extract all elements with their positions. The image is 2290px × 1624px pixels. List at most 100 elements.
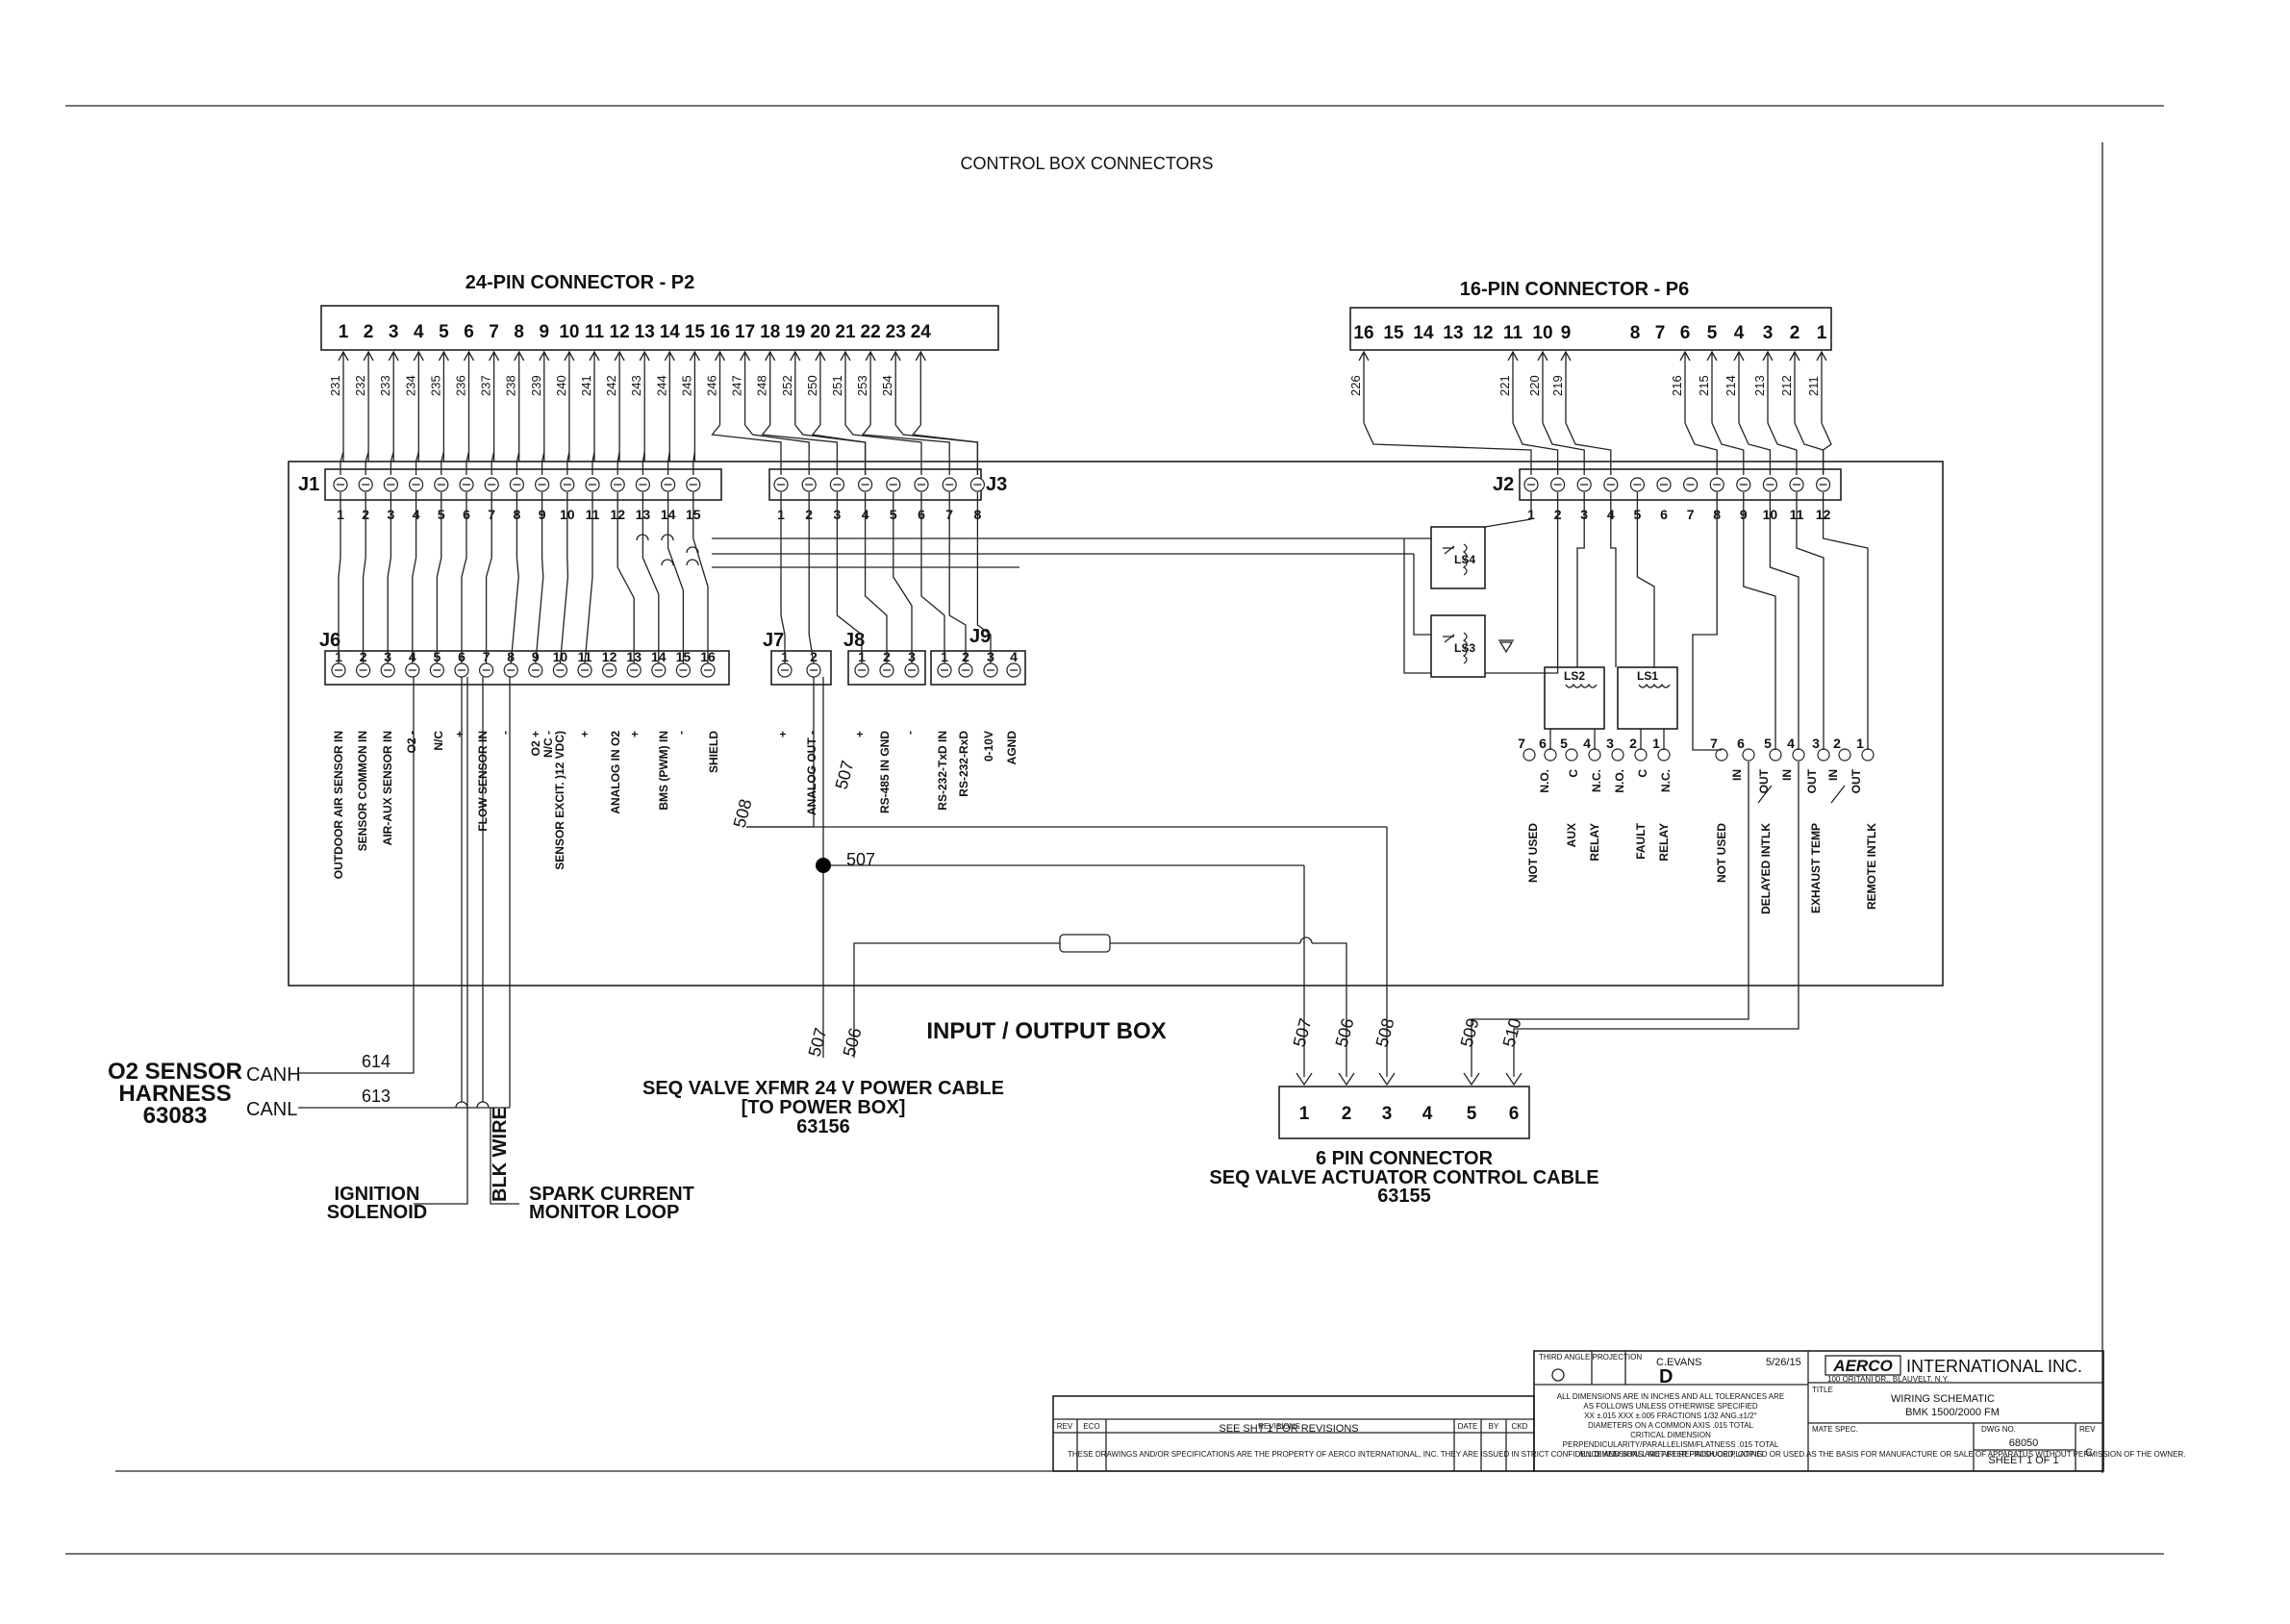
p2-pin-14: 14 <box>660 322 681 342</box>
p6-pin-13: 13 <box>1443 323 1463 343</box>
canh-wire <box>298 677 415 1074</box>
p2-wire-jog <box>365 451 369 475</box>
p2-wire-jog <box>440 451 445 475</box>
p2-pin-20: 20 <box>810 322 830 342</box>
j1-j6-wire <box>667 492 685 663</box>
p6-wire-route <box>1738 422 1772 475</box>
j2-intlk-wire <box>1743 492 1776 750</box>
io-box-label: INPUT / OUTPUT BOX <box>926 1018 1166 1044</box>
relay-contact-blade <box>1444 634 1455 643</box>
j1-j6-wire <box>559 492 569 664</box>
j6-signal-label: SENSOR COMMON IN <box>356 731 369 851</box>
j3-j9-wire <box>920 492 945 663</box>
relay-feed <box>1403 538 1431 674</box>
j2-relay-wire <box>1484 492 1532 528</box>
j6-signal-label: - <box>498 731 512 735</box>
p2-wire-number: 244 <box>654 375 668 396</box>
p2-wire-jog <box>591 451 595 475</box>
p6-wire-route <box>1565 422 1612 475</box>
company-logo-text: AERCO <box>1832 1357 1892 1375</box>
relay-ls4-label: LS4 <box>1454 553 1475 566</box>
p2-pin-2: 2 <box>364 322 374 342</box>
p2-wire-route <box>811 424 867 475</box>
p6-wire-number: 214 <box>1724 375 1738 396</box>
p2-wire-number: 250 <box>805 375 819 396</box>
tolerance-line: CRITICAL DIMENSION <box>1630 1431 1711 1439</box>
o2-harness-line3: 63083 <box>143 1103 208 1129</box>
j6-signal-label: O2 + <box>529 731 542 756</box>
intlk-number: 5 <box>1764 736 1772 751</box>
j1-j6-wire <box>412 492 417 663</box>
j9-signal-label: RS-232-TxD IN <box>936 731 949 811</box>
p6-connector <box>1349 307 1832 351</box>
arrow-head <box>489 350 500 362</box>
p2-wire-jog <box>491 451 495 475</box>
cable-507-label: 507 <box>805 1026 831 1059</box>
p6-wire-number: 221 <box>1497 375 1512 396</box>
p2-wire-route <box>794 424 867 475</box>
p2-wire-number: 242 <box>604 375 618 396</box>
power-cable-line2: [TO POWER BOX] <box>742 1097 906 1118</box>
p2-wire-jog <box>566 451 570 475</box>
p6-wire-number: 211 <box>1806 376 1821 396</box>
rev-header: DATE <box>1458 1422 1478 1431</box>
p6-pin-2: 2 <box>1790 323 1800 343</box>
company-address: 100 ORITANI DR., BLAUVELT, N.Y. <box>1827 1375 1949 1384</box>
wire-crossover <box>1299 937 1313 944</box>
p2-wire-number: 239 <box>529 375 543 396</box>
relay-signal-label: C <box>1567 769 1580 778</box>
wire-509-route <box>1471 762 1749 1077</box>
j8-label: J8 <box>843 630 865 651</box>
j8-signal-label: - <box>903 731 917 735</box>
rev-label: REV <box>2079 1425 2096 1434</box>
arrow-head <box>639 350 650 362</box>
p2-pin-8: 8 <box>514 322 524 342</box>
p6-wire-number: 215 <box>1697 375 1711 396</box>
power-cable-line1: SEQ VALVE XFMR 24 V POWER CABLE <box>642 1078 1004 1099</box>
p2-wire-route <box>744 424 810 475</box>
intlk-terminal <box>1838 748 1851 762</box>
intlk-io-label: OUT <box>1757 768 1771 793</box>
six-pin-connector <box>1278 1086 1530 1139</box>
wire-506-route <box>853 942 1060 1058</box>
j6-signal-label: O2 - <box>405 731 418 753</box>
j1-j6-wire <box>510 492 519 664</box>
arrow-head <box>1378 1072 1396 1087</box>
relay-out-number: 1 <box>1652 736 1660 751</box>
p2-wire-number: 253 <box>855 375 869 396</box>
j7-strip <box>770 650 832 686</box>
rev-header: CKD <box>1512 1422 1528 1431</box>
intlk-number: 3 <box>1812 736 1820 751</box>
wire-crossover <box>661 534 674 541</box>
ignition-wire <box>414 677 468 1205</box>
p6-pin-7: 7 <box>1655 323 1666 343</box>
p2-wire-number: 235 <box>428 375 442 396</box>
six-pin-line1: 6 PIN CONNECTOR <box>1316 1148 1494 1169</box>
rev-header: BY <box>1489 1422 1499 1431</box>
io-box-outline <box>288 461 1944 987</box>
p2-pin-11: 11 <box>585 322 605 342</box>
j1-j6-wire <box>485 492 492 663</box>
title-label: TITLE <box>1812 1386 1833 1394</box>
mate-spec-label: MATE SPEC. <box>1812 1425 1858 1434</box>
p2-wire-number: 236 <box>454 375 468 396</box>
wire-510-route <box>1513 762 1799 1077</box>
p2-wire-jog <box>667 451 670 475</box>
arrow-head <box>463 350 475 362</box>
wire-crossover <box>476 1101 490 1109</box>
p6-wire-route <box>1542 422 1585 475</box>
j1-j6-wire <box>362 492 366 663</box>
p2-pin-10: 10 <box>559 322 579 342</box>
arrow-head <box>689 350 700 362</box>
projection-label: THIRD ANGLE PROJECTION <box>1539 1353 1642 1362</box>
p6-pin-12: 12 <box>1472 323 1493 343</box>
j2-relay-wire <box>1576 492 1585 667</box>
j1-j6-wire <box>535 492 544 664</box>
relay-out-number: 2 <box>1629 736 1637 751</box>
j3-j9-wire <box>976 492 992 663</box>
arrow-head <box>614 350 625 362</box>
six-pin-line2: SEQ VALVE ACTUATOR CONTROL CABLE <box>1209 1167 1598 1188</box>
p6-pin-11: 11 <box>1503 323 1523 343</box>
intlk-function-label: NOT USED <box>1715 823 1728 883</box>
